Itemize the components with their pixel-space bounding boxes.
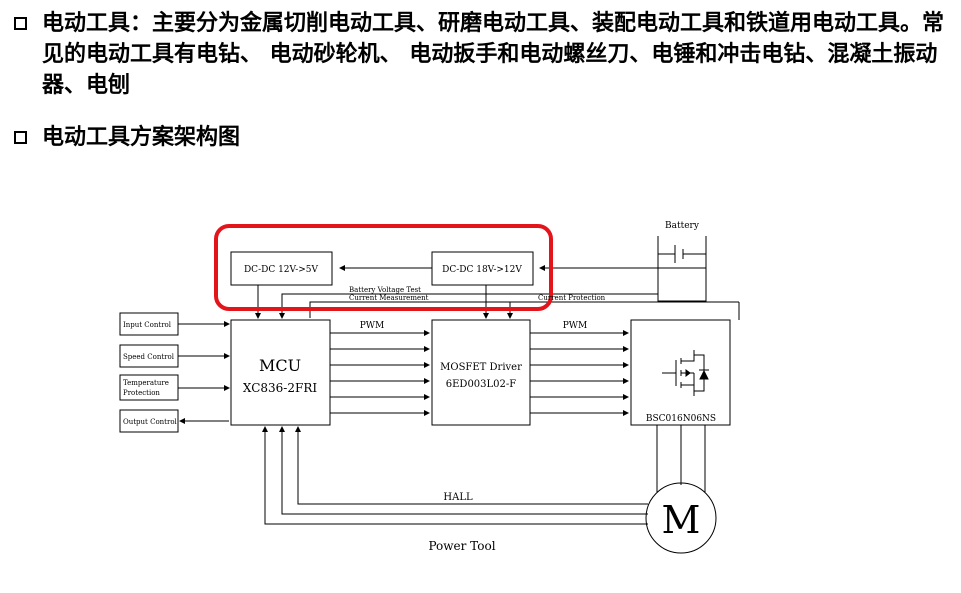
mosfet-driver-title: MOSFET Driver	[440, 362, 522, 373]
current-measurement-label: Current Measurement	[349, 294, 429, 302]
protection-label: Protection	[123, 389, 160, 397]
dcdc-12v-5v-label: DC-DC 12V->5V	[244, 265, 319, 275]
highlight-frame	[214, 224, 553, 311]
dcdc-12v-5v-box	[230, 251, 333, 286]
output-control-box	[119, 409, 179, 433]
square-bullet-icon	[14, 17, 27, 30]
mosfet-symbol-icon	[662, 350, 709, 396]
output-control-label: Output Control	[123, 418, 178, 426]
pwm-label-2: PWM	[563, 321, 588, 331]
mcu-title: MCU	[259, 356, 301, 375]
section-heading: 电动工具方案架构图	[42, 125, 241, 150]
motor-symbol	[645, 482, 717, 554]
mosfet-driver-part-number: 6ED003L02-F	[446, 379, 517, 390]
intro-text: 电动工具：主要分为金属切削电动工具、研磨电动工具、装配电动工具和铁道用电动工具。…	[42, 11, 945, 98]
current-protection-label: Current Protection	[538, 294, 606, 302]
mosfet-driver-box	[431, 319, 531, 426]
mosfet-part-number: BSC016N06NS	[646, 414, 716, 424]
input-control-label: Input Control	[123, 321, 172, 329]
mcu-part-number: XC836-2FRI	[243, 381, 317, 395]
power-tool-label: Power Tool	[428, 539, 495, 553]
battery-voltage-test-label: Battery Voltage Test	[349, 286, 421, 294]
battery-label: Battery	[665, 221, 700, 231]
heading-bullet: 电动工具方案架构图	[14, 122, 240, 153]
hall-label: HALL	[443, 492, 473, 503]
battery-icon	[657, 236, 707, 268]
intro-bullet: 电动工具：主要分为金属切削电动工具、研磨电动工具、装配电动工具和铁道用电动工具。…	[14, 8, 949, 101]
temperature-label: Temperature	[123, 379, 169, 387]
square-bullet-icon	[14, 131, 27, 144]
pwm-label-1: PWM	[360, 321, 385, 331]
dcdc-18v-12v-label: DC-DC 18V->12V	[442, 265, 522, 275]
motor-label: M	[662, 498, 701, 542]
mcu-box	[230, 319, 331, 426]
speed-control-label: Speed Control	[123, 353, 175, 361]
